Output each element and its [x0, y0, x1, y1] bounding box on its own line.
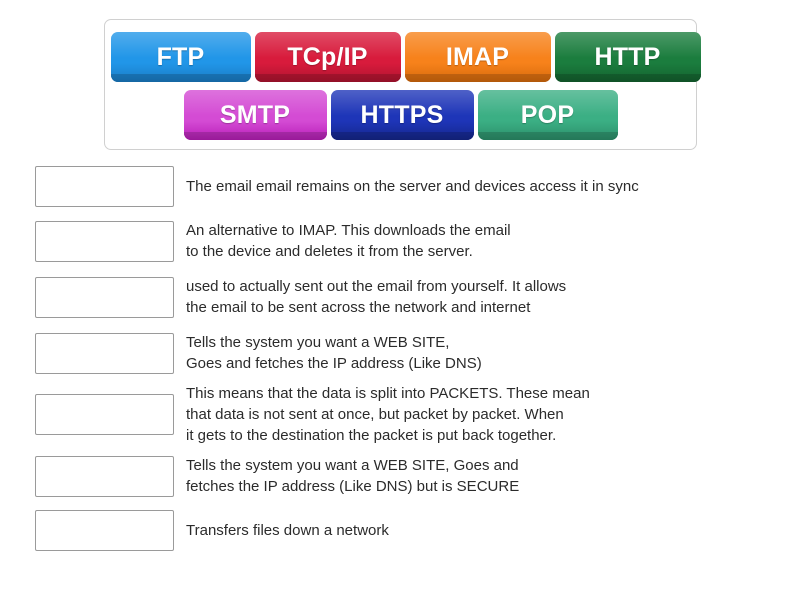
draggable-tile-smtp[interactable]: SMTP: [183, 90, 327, 140]
definition-text: Tells the system you want a WEB SITE, Go…: [186, 334, 482, 372]
question-row: An alternative to IMAP. This downloads t…: [0, 213, 800, 269]
answer-dropzone[interactable]: [35, 510, 174, 551]
tile-label: HTTPS: [360, 100, 444, 129]
draggable-tile-http[interactable]: HTTP: [554, 32, 701, 82]
definition-text: Transfers files down a network: [186, 522, 389, 539]
draggable-tile-https[interactable]: HTTPS: [330, 90, 474, 140]
definition-text: used to actually sent out the email from…: [186, 278, 567, 316]
draggable-tile-imap[interactable]: IMAP: [404, 32, 551, 82]
tile-row-2: SMTP HTTPS POP: [105, 90, 696, 140]
answer-dropzone[interactable]: [35, 455, 174, 497]
question-row: This means that the data is split into P…: [0, 381, 800, 448]
tile-label: TCp/IP: [287, 42, 368, 71]
draggable-tile-tcp-ip[interactable]: TCp/IP: [254, 32, 401, 82]
tile-label: SMTP: [219, 100, 291, 129]
definition-text: The email email remains on the server an…: [186, 178, 639, 195]
question-row: Tells the system you want a WEB SITE, Go…: [0, 325, 800, 381]
tile-label: FTP: [156, 42, 205, 71]
draggable-tile-tray: FTP TCp/IP IMAP HTTP SMTP HTTPS POP: [104, 19, 701, 150]
answer-dropzone[interactable]: [35, 166, 174, 207]
tile-label: IMAP: [445, 42, 510, 71]
answer-dropzone[interactable]: [35, 332, 174, 374]
draggable-tile-pop[interactable]: POP: [477, 90, 618, 140]
question-list: The email email remains on the server an…: [0, 160, 800, 557]
answer-dropzone[interactable]: [35, 276, 174, 318]
tile-label: POP: [520, 100, 575, 129]
question-row: used to actually sent out the email from…: [0, 269, 800, 325]
answer-dropzone[interactable]: [35, 394, 174, 435]
definition-text: An alternative to IMAP. This downloads t…: [186, 222, 511, 260]
tile-row-1: FTP TCp/IP IMAP HTTP: [105, 32, 701, 82]
question-row: Transfers files down a network: [0, 504, 800, 557]
definition-text: Tells the system you want a WEB SITE, Go…: [186, 457, 520, 495]
definition-text: This means that the data is split into P…: [186, 385, 590, 444]
draggable-tile-ftp[interactable]: FTP: [110, 32, 251, 82]
question-row: The email email remains on the server an…: [0, 160, 800, 213]
question-row: Tells the system you want a WEB SITE, Go…: [0, 448, 800, 504]
answer-dropzone[interactable]: [35, 220, 174, 262]
tile-label: HTTP: [594, 42, 661, 71]
